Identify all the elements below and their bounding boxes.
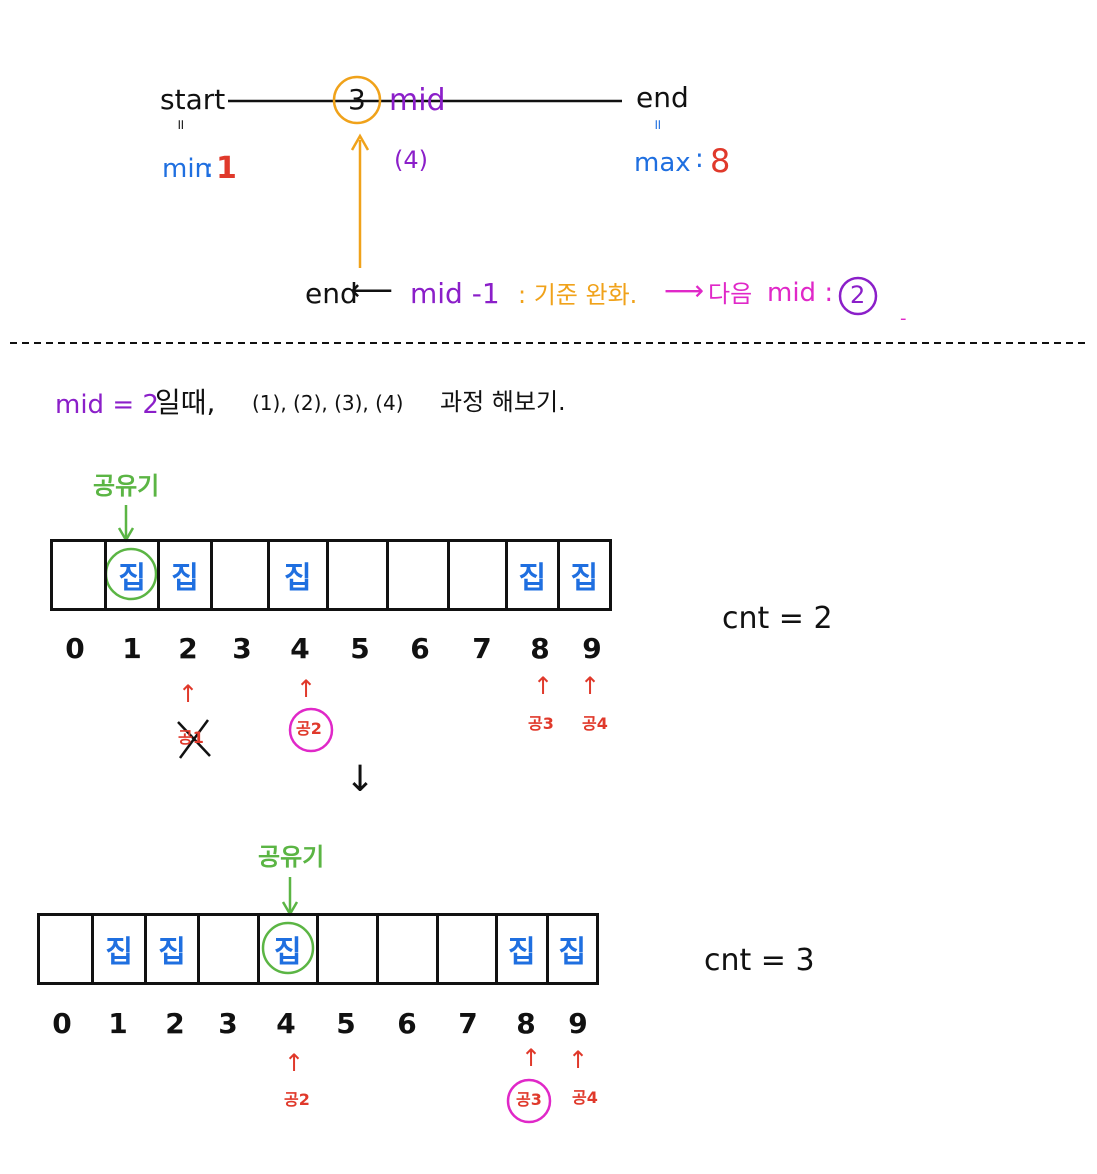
house-cell [319, 916, 380, 982]
caption-mid-eq: mid = 2 [55, 390, 159, 420]
mid-value: 3 [348, 83, 366, 116]
cnt-label-1: cnt = 2 [722, 601, 833, 636]
mid-label: mid [389, 83, 446, 118]
index-label: 2 [178, 632, 198, 665]
mid-minus-one: mid -1 [410, 277, 500, 310]
house-cell: 집 [94, 916, 147, 982]
index-label: 7 [458, 1007, 478, 1040]
index-label: 6 [397, 1007, 417, 1040]
houses-row-1: 집 집 집 집 집 [50, 539, 612, 611]
index-label: 1 [122, 632, 142, 665]
house-cell: 집 [508, 542, 560, 608]
max-colon: : [695, 144, 704, 174]
houses-row-2: 집 집 집 집 집 [37, 913, 599, 985]
house-cell [213, 542, 270, 608]
up-arrow-icon: ↑ [580, 672, 601, 700]
index-label: 4 [276, 1007, 296, 1040]
index-label: 1 [108, 1007, 128, 1040]
house-cell [40, 916, 95, 982]
sharer-label-2: 공유기 [258, 843, 325, 871]
index-label: 2 [165, 1007, 185, 1040]
next-label: 다음 [708, 280, 753, 308]
house-cell [439, 916, 499, 982]
index-label: 0 [65, 632, 85, 665]
up-arrow-icon: ↑ [284, 1049, 305, 1077]
up-arrow-icon: ↑ [533, 672, 554, 700]
house-cell [450, 542, 509, 608]
house-cell: 집 [160, 542, 214, 608]
cnt-label-2: cnt = 3 [704, 943, 815, 978]
index-label: 4 [290, 632, 310, 665]
up-arrow-icon: ↑ [568, 1046, 589, 1074]
min-value: 1 [216, 151, 237, 186]
house-cell: 집 [498, 916, 549, 982]
min-label: min [162, 154, 212, 184]
relax-note: : 기준 완화. [518, 281, 638, 309]
house-cell: 집 [570, 561, 599, 596]
min-colon: : [205, 154, 214, 184]
caption-steps: (1), (2), (3), (4) [252, 391, 404, 415]
index-label: 8 [516, 1007, 536, 1040]
down-arrow: ↓ [345, 759, 376, 800]
house-cell: 집 [107, 542, 160, 608]
stray-dash: - [900, 308, 907, 329]
house-cell [53, 542, 108, 608]
house-cell [329, 542, 390, 608]
bottom-end-label: end [305, 277, 358, 310]
house-cell [200, 916, 260, 982]
house-cell [389, 542, 450, 608]
index-label: 5 [350, 632, 370, 665]
orange-arrow-head [350, 133, 370, 151]
marker-label: 공3 [516, 1090, 542, 1109]
up-arrow-icon: ↑ [178, 680, 199, 708]
marker-label: 공3 [528, 714, 554, 733]
index-label: 0 [52, 1007, 72, 1040]
index-label: 9 [582, 632, 602, 665]
max-label: max [634, 148, 691, 178]
marker-label: 공2 [296, 719, 322, 738]
index-label: 7 [472, 632, 492, 665]
up-arrow-icon: ↑ [521, 1044, 542, 1072]
sharer-label-1: 공유기 [93, 472, 160, 500]
house-cell [379, 916, 439, 982]
house-cell: 집 [260, 916, 319, 982]
mid-circle [332, 75, 382, 125]
left-arrow: ⟵ [350, 273, 394, 308]
house-cell: 집 [147, 916, 201, 982]
right-arrow: ⟶ [664, 274, 705, 307]
end-equals-mark: ॥ [653, 117, 662, 133]
caption-text: 일때, [155, 386, 216, 419]
index-label: 8 [530, 632, 550, 665]
start-equals-mark: ॥ [176, 117, 185, 133]
index-label: 5 [336, 1007, 356, 1040]
marker-label: 공4 [572, 1088, 598, 1107]
next-mid-circle [838, 276, 878, 316]
max-value: 8 [710, 142, 731, 180]
caption-tail: 과정 해보기. [440, 388, 566, 416]
end-label: end [636, 81, 689, 114]
marker-label: 공1 [178, 728, 204, 747]
house-cell: 집 [558, 935, 587, 970]
top-drawing-layer [10, 75, 1087, 344]
marker-label: 공4 [582, 714, 608, 733]
start-label: start [160, 83, 226, 116]
up-arrow-icon: ↑ [296, 675, 317, 703]
next-mid-value: 2 [850, 281, 866, 309]
house-cell: 집 [270, 542, 330, 608]
mid-note: (4) [394, 146, 428, 174]
index-label: 6 [410, 632, 430, 665]
index-label: 9 [568, 1007, 588, 1040]
marker-label: 공2 [284, 1090, 310, 1109]
index-label: 3 [218, 1007, 238, 1040]
next-mid-label: mid : [767, 278, 834, 308]
index-label: 3 [232, 632, 252, 665]
